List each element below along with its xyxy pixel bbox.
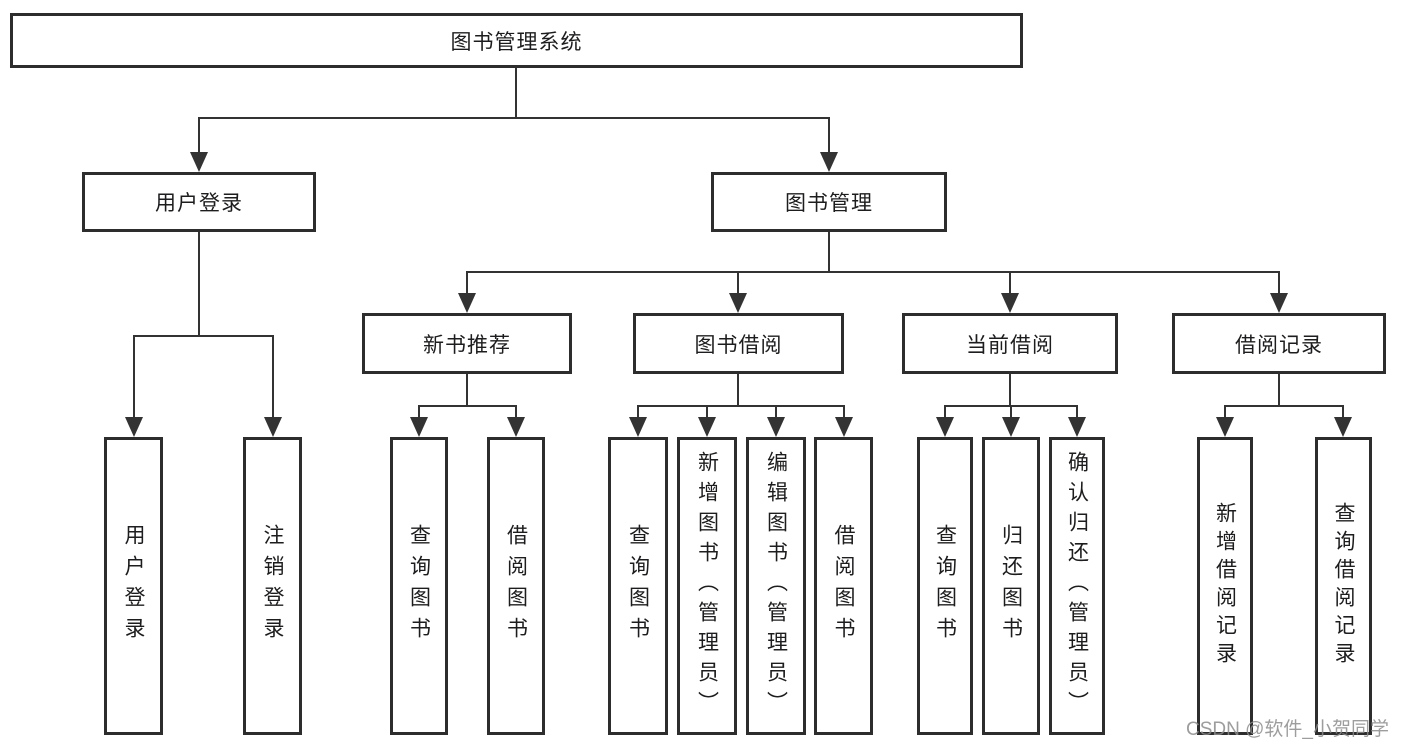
connector-line (637, 405, 639, 419)
connector-line (466, 374, 468, 405)
connector-line (418, 405, 420, 419)
node-new-book-recommend: 新书推荐 (362, 313, 572, 374)
connector-line (198, 232, 200, 335)
connector-line (944, 405, 946, 419)
connector-line (1278, 271, 1280, 295)
connector-line (272, 335, 274, 419)
leaf-user-login-label: 用户登录 (122, 524, 145, 648)
leaf-query-books-current: 查询图书 (917, 437, 973, 735)
leaf-add-books-admin-label: 新增图书（管理员） (695, 451, 719, 721)
arrow-down-icon (1216, 417, 1234, 437)
arrow-down-icon (264, 417, 282, 437)
leaf-query-books-recommend: 查询图书 (390, 437, 448, 735)
arrow-down-icon (698, 417, 716, 437)
leaf-query-borrow-record-label: 查询借阅记录 (1332, 502, 1355, 670)
arrow-down-icon (190, 152, 208, 172)
leaf-logout: 注销登录 (243, 437, 302, 735)
connector-line (1342, 405, 1344, 419)
connector-line (737, 374, 739, 405)
leaf-edit-books-admin: 编辑图书（管理员） (746, 437, 806, 735)
node-book-management: 图书管理 (711, 172, 947, 232)
leaf-add-books-admin: 新增图书（管理员） (677, 437, 737, 735)
connector-line (737, 271, 739, 295)
connector-line (1010, 405, 1012, 419)
leaf-add-borrow-record-label: 新增借阅记录 (1213, 502, 1237, 670)
connector-line (198, 117, 830, 119)
leaf-borrow-books: 借阅图书 (814, 437, 873, 735)
arrow-down-icon (629, 417, 647, 437)
connector-line (1224, 405, 1226, 419)
leaf-query-books-borrowing-label: 查询图书 (626, 524, 650, 648)
connector-line (775, 405, 777, 419)
leaf-return-books: 归还图书 (982, 437, 1040, 735)
arrow-down-icon (820, 152, 838, 172)
node-user-login: 用户登录 (82, 172, 316, 232)
connector-line (1224, 405, 1344, 407)
leaf-return-books-label: 归还图书 (999, 524, 1023, 648)
connector-line (828, 117, 830, 155)
arrow-down-icon (729, 293, 747, 313)
node-library-system: 图书管理系统 (10, 13, 1023, 68)
node-new-book-recommend-label: 新书推荐 (423, 333, 511, 357)
leaf-edit-books-admin-label: 编辑图书（管理员） (764, 451, 788, 721)
arrow-down-icon (458, 293, 476, 313)
arrow-down-icon (767, 417, 785, 437)
leaf-add-borrow-record: 新增借阅记录 (1197, 437, 1253, 735)
connector-line (1076, 405, 1078, 419)
leaf-borrow-books-label: 借阅图书 (832, 524, 855, 648)
node-book-borrowing: 图书借阅 (633, 313, 844, 374)
arrow-down-icon (936, 417, 954, 437)
connector-line (1009, 271, 1011, 295)
node-borrowing-records-label: 借阅记录 (1235, 333, 1323, 357)
arrow-down-icon (1068, 417, 1086, 437)
connector-line (1009, 374, 1011, 405)
connector-line (828, 232, 830, 271)
node-book-management-label: 图书管理 (785, 192, 873, 215)
connector-line (706, 405, 708, 419)
leaf-confirm-return-admin-label: 确认归还（管理员） (1065, 451, 1089, 721)
node-borrowing-records: 借阅记录 (1172, 313, 1386, 374)
arrow-down-icon (507, 417, 525, 437)
connector-line (133, 335, 274, 337)
connector-line (133, 335, 135, 419)
leaf-confirm-return-admin: 确认归还（管理员） (1049, 437, 1105, 735)
node-library-system-label: 图书管理系统 (450, 30, 583, 54)
arrow-down-icon (410, 417, 428, 437)
node-user-login-label: 用户登录 (155, 192, 243, 215)
leaf-query-books-recommend-label: 查询图书 (407, 524, 431, 648)
connector-line (1278, 374, 1280, 405)
leaf-query-books-borrowing: 查询图书 (608, 437, 668, 735)
leaf-query-books-current-label: 查询图书 (933, 524, 957, 648)
arrow-down-icon (1270, 293, 1288, 313)
connector-line (515, 68, 517, 117)
connector-line (466, 271, 1280, 273)
leaf-logout-label: 注销登录 (261, 524, 284, 648)
arrow-down-icon (1002, 417, 1020, 437)
leaf-borrow-books-recommend-label: 借阅图书 (504, 524, 528, 648)
connector-line (466, 271, 468, 295)
arrow-down-icon (835, 417, 853, 437)
node-current-borrowing: 当前借阅 (902, 313, 1118, 374)
node-book-borrowing-label: 图书借阅 (694, 333, 783, 357)
arrow-down-icon (1001, 293, 1019, 313)
connector-line (198, 117, 200, 155)
leaf-query-borrow-record: 查询借阅记录 (1315, 437, 1372, 735)
arrow-down-icon (125, 417, 143, 437)
connector-line (515, 405, 517, 419)
arrow-down-icon (1334, 417, 1352, 437)
connector-line (637, 405, 845, 407)
leaf-user-login: 用户登录 (104, 437, 163, 735)
node-current-borrowing-label: 当前借阅 (966, 333, 1054, 357)
csdn-watermark: CSDN @软件_小贺同学 (1186, 719, 1389, 740)
connector-line (843, 405, 845, 419)
connector-line (418, 405, 517, 407)
leaf-borrow-books-recommend: 借阅图书 (487, 437, 545, 735)
